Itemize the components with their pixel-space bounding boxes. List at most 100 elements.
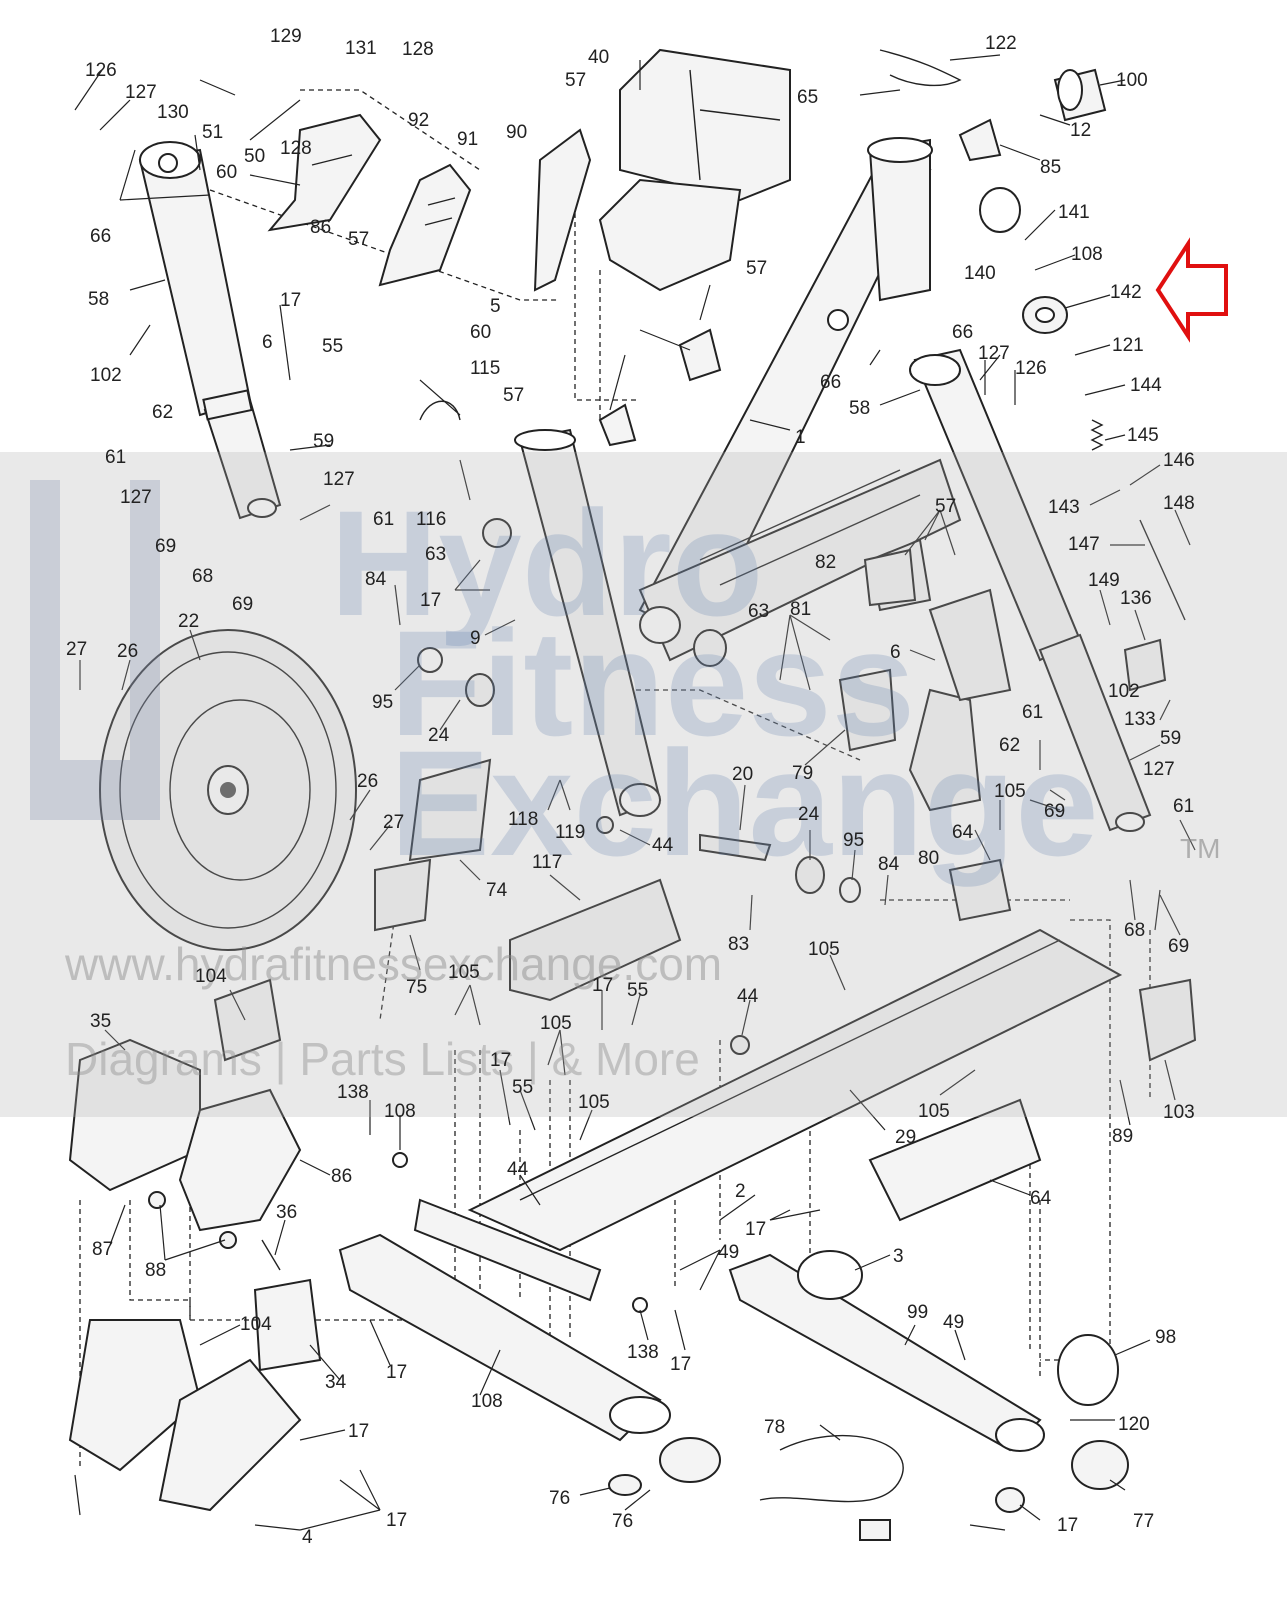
callout-104: 104: [195, 966, 227, 987]
callout-44: 44: [507, 1159, 529, 1180]
callout-57: 57: [348, 229, 369, 250]
console-assembly: [267, 48, 791, 292]
callout-122: 122: [985, 33, 1017, 54]
callout-98: 120: [1118, 1414, 1150, 1435]
callout-58: 58: [849, 398, 870, 419]
callout-57: 57: [503, 385, 524, 406]
callout-108: 108: [384, 1101, 416, 1122]
callout-57: 57: [935, 496, 956, 517]
callout-81: 81: [790, 599, 811, 620]
callout-36: 104: [240, 1314, 272, 1335]
callout-labels: 126 127 130 129 131 128 51 50 128 92 60 …: [66, 26, 1195, 1548]
callout-68: 68: [192, 566, 213, 587]
callout-24: 24: [428, 725, 450, 746]
callout-17: 17: [280, 290, 301, 311]
callout-78: 76: [549, 1488, 570, 1509]
watermark-brand-line3: Exchange: [390, 719, 1099, 887]
callout-17: 17: [490, 1050, 511, 1071]
callout-44: 44: [652, 835, 674, 856]
callout-62: 62: [152, 402, 173, 423]
callout-128: 128: [402, 39, 434, 60]
callout-90: 90: [506, 122, 527, 143]
callout-64: 103: [1163, 1102, 1195, 1123]
callout-145: 145: [1127, 425, 1159, 446]
callout-61: 61: [105, 447, 126, 468]
callout-146: 146: [1163, 450, 1195, 471]
callout-131: 131: [345, 38, 377, 59]
callout-80: 80: [918, 848, 939, 869]
callout-49: 3: [893, 1246, 904, 1267]
callout-84: 84: [878, 854, 900, 875]
callout-68: 68: [1124, 920, 1145, 941]
callout-27: 27: [66, 639, 87, 660]
watermark-url: www.hydrafitnessexchange.com: [64, 938, 722, 990]
callout-127: 127: [125, 82, 157, 103]
callout-4: 108: [471, 1391, 503, 1412]
callout-127: 127: [978, 343, 1010, 364]
callout-79: 79: [792, 763, 813, 784]
callout-69: 69: [1044, 801, 1065, 822]
callout-118: 118: [508, 809, 538, 830]
callout-17: 17: [592, 975, 613, 996]
callout-61: 61: [1173, 796, 1194, 817]
callout-9: 9: [470, 628, 481, 649]
callout-59: 59: [1160, 728, 1181, 749]
callout-127: 127: [1143, 759, 1175, 780]
callout-84: 84: [365, 569, 387, 590]
callout-22: 22: [178, 611, 199, 632]
callout-115: 115: [470, 358, 500, 379]
callout-105: 105: [808, 939, 840, 960]
callout-51: 51: [202, 122, 223, 143]
callout-92: 92: [408, 110, 429, 131]
highlight-arrow-icon: [1155, 237, 1228, 343]
callout-76: 76: [612, 1511, 633, 1532]
callout-66: 66: [90, 226, 111, 247]
callout-136: 136: [1120, 588, 1152, 609]
callout-17: 17: [386, 1510, 407, 1531]
callout-138: 138: [337, 1082, 369, 1103]
callout-149: 149: [1088, 570, 1120, 591]
callout-40: 40: [588, 47, 609, 68]
callout-59: 59: [313, 431, 334, 452]
callout-82: 82: [815, 552, 836, 573]
callout-66: 66: [952, 322, 973, 343]
callout-144: 144: [1130, 375, 1162, 396]
callout-24: 24: [798, 804, 820, 825]
callout-120: 78: [764, 1417, 785, 1438]
callout-63: 63: [425, 544, 446, 565]
callout-75: 75: [406, 977, 427, 998]
callout-34: 17: [348, 1421, 369, 1442]
leader-lines: [74, 54, 1196, 1531]
callout-148: 148: [1163, 493, 1195, 514]
callout-69: 69: [155, 536, 176, 557]
callout-103: 89: [1112, 1126, 1133, 1147]
callout-64: 64: [952, 822, 974, 843]
callout-95: 95: [372, 692, 393, 713]
callout-143: 143: [1048, 497, 1080, 518]
callout-6: 6: [890, 642, 901, 663]
callout-58: 58: [88, 289, 109, 310]
callout-1: 1: [795, 427, 806, 448]
callout-50: 50: [244, 146, 265, 167]
callout-128: 128: [280, 138, 312, 159]
watermark-brand-line1: Hydro: [330, 479, 763, 647]
callout-65: 65: [797, 87, 818, 108]
callout-27: 27: [383, 812, 404, 833]
shrouds: [68, 538, 1042, 1512]
callout-87: 88: [145, 1260, 166, 1281]
callout-26: 26: [117, 641, 138, 662]
callout-5: 5: [490, 296, 501, 317]
callout-119: 119: [555, 822, 585, 843]
callout-61: 61: [373, 509, 394, 530]
callout-66: 66: [820, 372, 841, 393]
callout-133: 133: [1124, 709, 1156, 730]
callout-17: 17: [386, 1362, 407, 1383]
callout-44: 44: [737, 986, 759, 1007]
watermark: Hydro Fitness Exchange TM www.hydrafitne…: [0, 452, 1287, 1117]
callout-147: 147: [1068, 534, 1100, 555]
callout-86: 86: [310, 217, 331, 238]
callout-130: 130: [157, 102, 189, 123]
callout-142: 142: [1110, 282, 1142, 303]
